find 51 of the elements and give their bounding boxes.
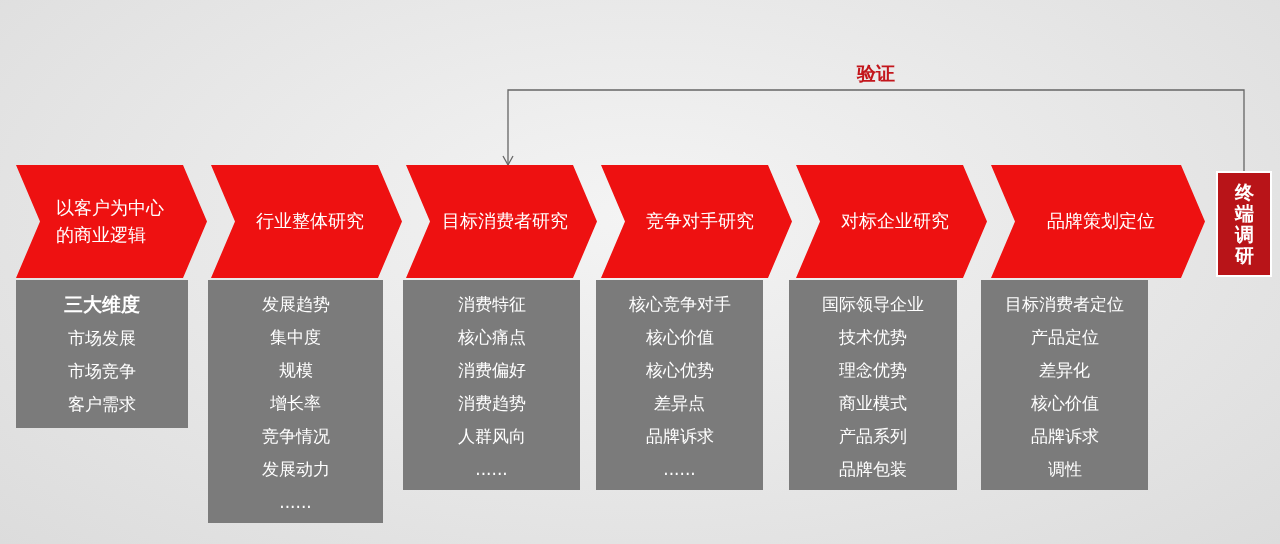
list-item: 客户需求 <box>68 394 136 414</box>
list-item: 核心痛点 <box>457 327 526 347</box>
list-item: 国际领导企业 <box>822 294 924 314</box>
list-item: 市场发展 <box>68 328 136 348</box>
stage-title: 目标消费者研究 <box>441 209 568 234</box>
list-item: 三大维度 <box>64 294 140 315</box>
list-item: 消费偏好 <box>457 360 526 380</box>
list-item: 核心优势 <box>645 360 714 380</box>
list-item: 产品定位 <box>1030 327 1099 347</box>
stage-title: 以客户为中心的商业逻辑 <box>55 196 165 247</box>
feedback-arrow <box>502 89 1245 172</box>
list-item: 规模 <box>278 360 313 380</box>
list-item: 品牌诉求 <box>1030 426 1099 446</box>
list-item: 差异化 <box>1039 360 1090 380</box>
list-item: 核心价值 <box>645 327 714 347</box>
list-item: ...... <box>663 459 696 479</box>
list-item: ...... <box>475 459 508 479</box>
list-panel <box>596 280 763 490</box>
list-item: 理念优势 <box>839 360 907 380</box>
list-item: 调性 <box>1047 459 1082 479</box>
list-item: 核心价值 <box>1030 393 1099 413</box>
list-item: ...... <box>279 492 312 512</box>
edge-label: 验证 <box>855 61 896 86</box>
list-item: 消费趋势 <box>457 393 526 413</box>
terminal-title: 终端调研 <box>1234 182 1254 266</box>
list-item: 发展趋势 <box>261 294 330 314</box>
list-item: 差异点 <box>654 393 705 413</box>
list-item: 市场竞争 <box>68 361 136 381</box>
list-item: 目标消费者定位 <box>1005 294 1124 314</box>
list-panel <box>16 280 188 428</box>
terminal-box <box>1216 171 1272 277</box>
list-item: 集中度 <box>270 327 321 347</box>
list-item: 消费特征 <box>457 294 526 314</box>
list-item: 技术优势 <box>839 327 907 347</box>
stage-title: 对标企业研究 <box>840 209 949 234</box>
list-item: 产品系列 <box>839 426 907 446</box>
stage-title: 竞争对手研究 <box>645 209 754 234</box>
list-item: 竞争情况 <box>261 426 330 446</box>
list-item: 发展动力 <box>261 459 330 479</box>
list-panel <box>789 280 957 490</box>
list-panel <box>981 280 1148 490</box>
stage-title: 品牌策划定位 <box>1047 209 1155 234</box>
list-item: 增长率 <box>270 393 321 413</box>
list-item: 商业模式 <box>839 393 907 413</box>
list-item: 品牌诉求 <box>645 426 714 446</box>
list-item: 品牌包装 <box>839 459 907 479</box>
list-panel <box>403 280 580 490</box>
list-panel <box>208 280 383 523</box>
list-item: 核心竞争对手 <box>628 294 731 314</box>
stage-title: 行业整体研究 <box>255 209 364 234</box>
list-item: 人群风向 <box>457 426 526 446</box>
